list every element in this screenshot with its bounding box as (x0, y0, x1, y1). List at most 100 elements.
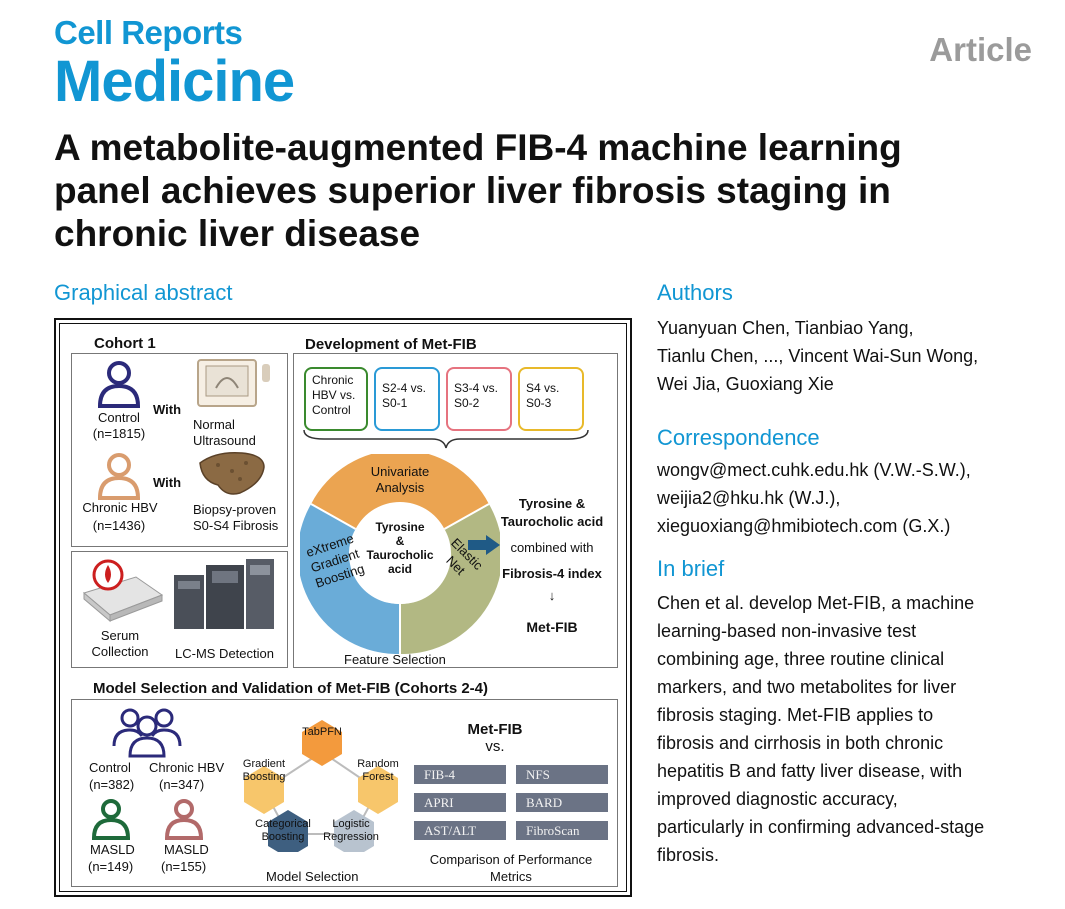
box-line: HBV vs. (312, 388, 356, 402)
model-network-diagram (244, 720, 398, 852)
email-line: xieguoxiang@hmibiotech.com (G.X.) (657, 516, 951, 536)
hbv-label: Chronic HBV (82, 500, 158, 515)
brief-line: fibrosis staging. Met-FIB applies to (657, 705, 934, 725)
center-line2: & (395, 534, 405, 548)
model-selection-panel (71, 699, 618, 887)
model-rf-line1: Random (357, 758, 399, 770)
feature-selection-ring (300, 454, 500, 654)
normal-ultrasound-line2: Ultrasound (193, 433, 256, 448)
metfib-result: Met-FIB (526, 619, 578, 635)
group-people-icon (112, 708, 182, 758)
masld2-count: (n=155) (161, 859, 207, 874)
hbv-label-2: Chronic HBV (149, 760, 225, 775)
title-line: panel achieves superior liver fibrosis s… (54, 170, 891, 211)
hbv-count: (n=1436) (92, 518, 146, 533)
metric-bard: BARD (516, 793, 608, 812)
model-gb-line2: Boosting (242, 771, 286, 783)
journal-name-medicine: Medicine (54, 49, 295, 114)
biopsy-line1: Biopsy-proven (193, 502, 277, 517)
journal-name: Cell Reports (54, 14, 243, 51)
box-line: S0-3 (526, 396, 552, 410)
control-label-2: Control (89, 760, 131, 775)
model-tabpfn: TabPFN (302, 726, 342, 738)
correspondence-list: wongv@mect.cuhk.edu.hk (V.W.-S.W.), weij… (657, 456, 971, 540)
title-line: A metabolite-augmented FIB-4 machine lea… (54, 127, 902, 168)
masld2-label: MASLD (164, 842, 209, 857)
result-line3: combined with (510, 540, 594, 555)
masld1-label: MASLD (90, 842, 135, 857)
brief-line: Chen et al. develop Met-FIB, a machine (657, 593, 975, 613)
metric-ast-alt: AST/ALT (414, 821, 506, 840)
in-brief-heading: In brief (657, 556, 725, 581)
development-panel (293, 353, 618, 668)
masld1-count: (n=149) (88, 859, 134, 874)
with-label: With (153, 402, 182, 417)
ultrasound-machine-icon (197, 359, 270, 407)
authors-line: Wei Jia, Guoxiang Xie (657, 374, 834, 394)
vs-label: vs. (485, 738, 505, 755)
brief-line: hepatitis B and fatty liver disease, wit… (657, 761, 963, 781)
brief-line: fibrosis. (657, 845, 720, 865)
graphical-abstract-figure: Cohort 1 Control (n=1815) With Normal Ul… (54, 318, 632, 897)
center-line1: Tyrosine (375, 520, 425, 534)
control-label: Control (98, 410, 140, 425)
lcms-label: LC-MS Detection (175, 646, 274, 661)
brief-line: fibrosis and cirrhosis in both chronic (657, 733, 944, 753)
comparison-line2: Metrics (490, 869, 532, 884)
masld-person-icon-rose (164, 799, 204, 840)
control-count: (n=1815) (92, 426, 146, 441)
brief-line: combining age, three routine clinical (657, 649, 945, 669)
result-line2: Taurocholic acid (500, 514, 604, 529)
comparison-line1: Comparison of Performance (429, 852, 593, 867)
article-type-label: Article (929, 31, 1032, 68)
brief-line: improved diagnostic accuracy, (657, 789, 898, 809)
center-line4: acid (387, 562, 412, 576)
model-cb-line2: Boosting (261, 831, 305, 843)
result-line1: Tyrosine & (518, 496, 586, 511)
serum-line2: Collection (91, 644, 149, 659)
ring-top-line1: Univariate (370, 464, 430, 479)
metric-nfs: NFS (516, 765, 608, 784)
model-lr-line2: Regression (323, 831, 379, 843)
authors-heading: Authors (657, 280, 733, 305)
correspondence-heading: Correspondence (657, 425, 820, 450)
model-selection-label: Model Selection (266, 869, 359, 884)
ring-center-label: Tyrosine & Taurocholic acid (358, 520, 442, 576)
authors-line: Yuanyuan Chen, Tianbiao Yang, (657, 318, 914, 338)
figure-inner-border: Cohort 1 Control (n=1815) With Normal Ul… (59, 323, 627, 892)
box-line: S0-1 (382, 396, 408, 410)
box-line: S0-2 (454, 396, 480, 410)
control-count-2: (n=382) (89, 777, 135, 792)
feature-selection-label: Feature Selection (344, 652, 446, 667)
serum-line1: Serum (100, 628, 140, 643)
metfib-compare-title: Met-FIB (467, 721, 523, 738)
hbv-count-2: (n=347) (159, 777, 205, 792)
article-title: A metabolite-augmented FIB-4 machine lea… (54, 126, 1014, 255)
down-arrow: ↓ (548, 588, 556, 603)
comparison-box-s34: S3-4 vs. S0-2 (446, 367, 512, 431)
hbv-person-icon (97, 453, 141, 500)
authors-line: Tianlu Chen, ..., Vincent Wai-Sun Wong, (657, 346, 979, 366)
graphical-abstract-heading: Graphical abstract (54, 280, 233, 305)
with-label-2: With (153, 475, 182, 490)
ring-top-line2: Analysis (375, 480, 425, 495)
brief-line: markers, and two metabolites for liver (657, 677, 957, 697)
normal-ultrasound-line1: Normal (193, 417, 235, 432)
cohort1-panel (71, 353, 288, 547)
box-line: S2-4 vs. (382, 381, 427, 395)
brief-line: learning-based non-invasive test (657, 621, 917, 641)
model-rf-line2: Forest (362, 771, 394, 783)
result-line4: Fibrosis-4 index (502, 566, 602, 581)
title-line: chronic liver disease (54, 213, 421, 254)
center-line3: Taurocholic (366, 548, 434, 562)
curly-brace (303, 429, 589, 449)
control-person-icon (97, 361, 141, 408)
authors-list: Yuanyuan Chen, Tianbiao Yang, Tianlu Che… (657, 314, 978, 398)
liver-icon (199, 451, 265, 495)
box-line: S3-4 vs. (454, 381, 499, 395)
in-brief-text: Chen et al. develop Met-FIB, a machine l… (657, 589, 984, 869)
sample-plate-icon (82, 559, 164, 623)
email-line: wongv@mect.cuhk.edu.hk (V.W.-S.W.), (657, 460, 971, 480)
metric-fib4: FIB-4 (414, 765, 506, 784)
comparison-box-hbv-control: Chronic HBV vs. Control (304, 367, 368, 431)
